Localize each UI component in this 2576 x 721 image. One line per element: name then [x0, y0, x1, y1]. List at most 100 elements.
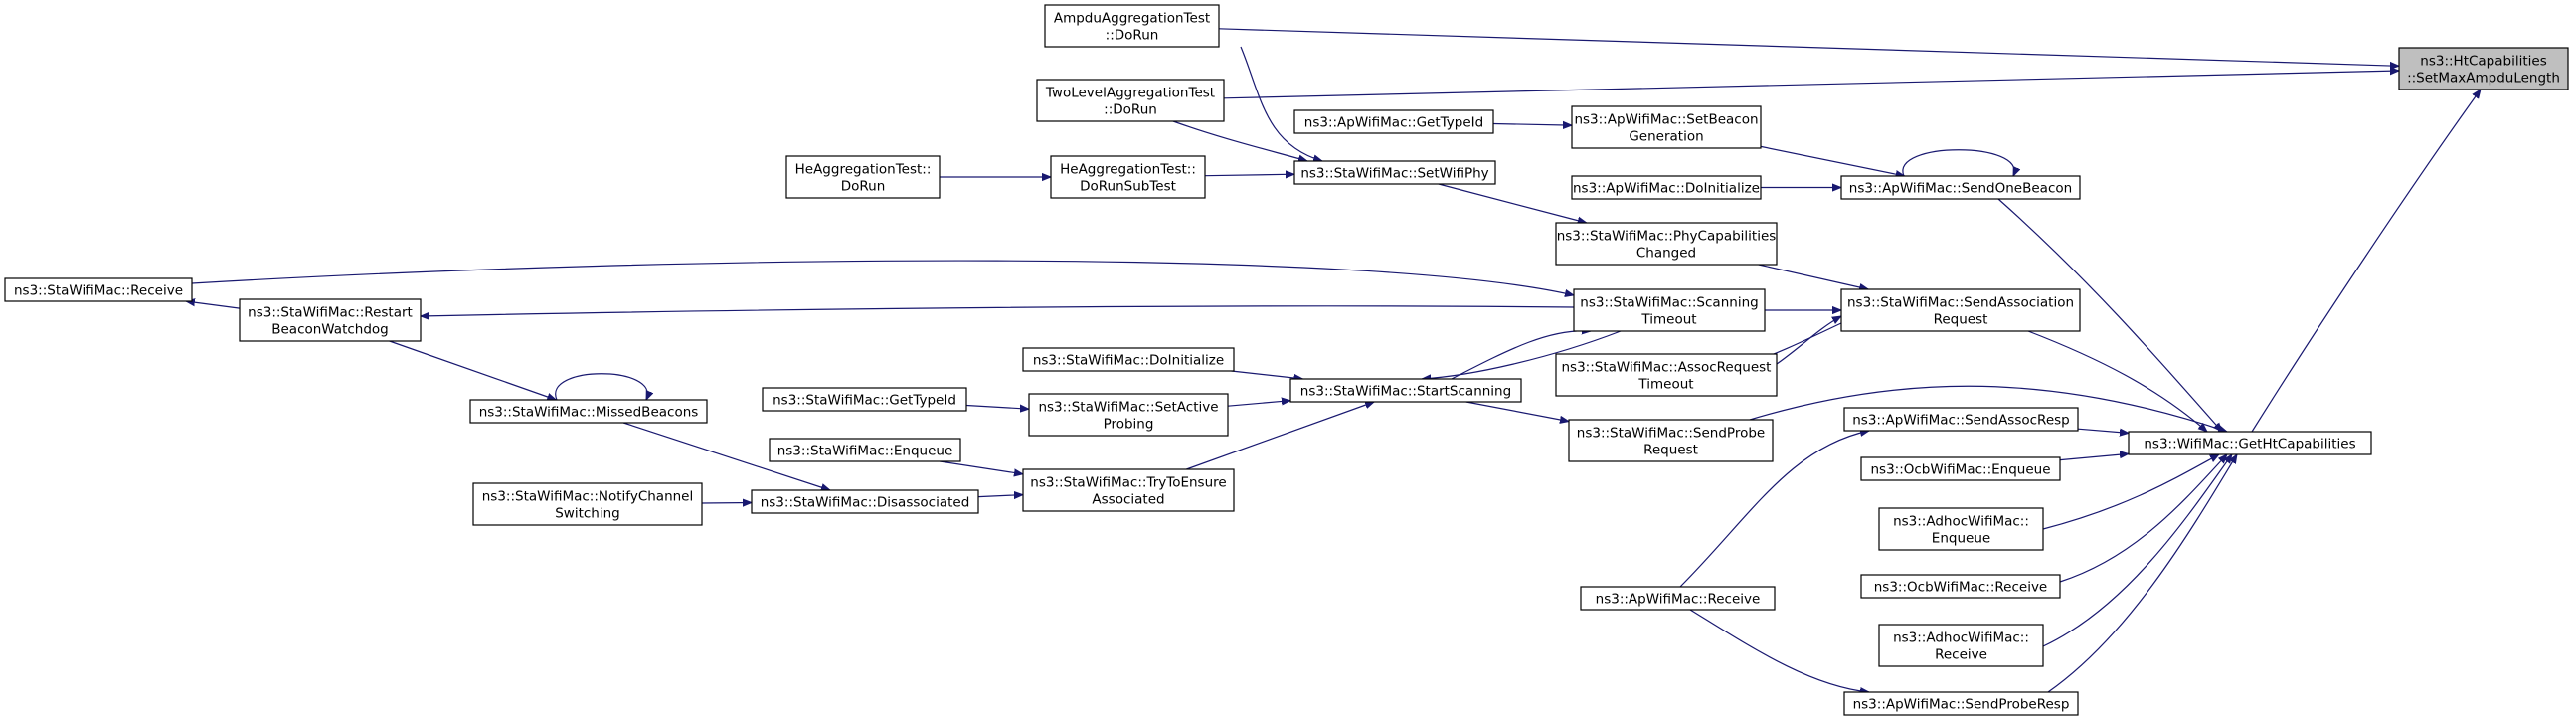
node-adhoc_enqueue[interactable]: ns3::AdhocWifiMac::Enqueue: [1878, 507, 2044, 551]
node-label-line: Generation: [1629, 129, 1703, 145]
node-label-line: ns3::StaWifiMac::MissedBeacons: [479, 405, 699, 421]
edge-sta_assocreqtimeout-to-sta_sendassocreq: [1776, 316, 1841, 365]
node-label-line: ns3::StaWifiMac::Enqueue: [777, 444, 953, 459]
edge-ocb_enqueue-to-wifi_gethtcap: [2059, 453, 2129, 461]
edge-ap_sendonebeacon-to-ap_sendonebeacon: [1902, 149, 2014, 176]
node-box: [1036, 79, 1225, 122]
edge-ap_gettypeid-to-ap_setbeacongen: [1492, 124, 1572, 126]
node-ocb_enqueue[interactable]: ns3::OcbWifiMac::Enqueue: [1860, 456, 2061, 481]
node-sta_setwifiphy[interactable]: ns3::StaWifiMac::SetWifiPhy: [1293, 160, 1496, 185]
node-label-line: DoRunSubTest: [1080, 179, 1176, 195]
nodes: ns3::HtCapabilities::SetMaxAmpduLength Am…: [4, 4, 2569, 716]
node-label-line: HeAggregationTest::: [1060, 162, 1196, 178]
node-sta_receive[interactable]: ns3::StaWifiMac::Receive: [4, 277, 193, 302]
node-ap_sendonebeacon[interactable]: ns3::ApWifiMac::SendOneBeacon: [1840, 175, 2081, 200]
node-label-line: ns3::StaWifiMac::GetTypeId: [773, 393, 956, 409]
edge-sta_restartbeacon-to-sta_missedbeacons: [389, 340, 557, 400]
edge-sta_missedbeacons-to-sta_disassociated: [622, 422, 830, 490]
node-adhoc_receive[interactable]: ns3::AdhocWifiMac::Receive: [1878, 624, 2044, 667]
node-label-line: HeAggregationTest::: [795, 162, 932, 178]
node-box: [1289, 378, 1522, 403]
node-label-line: ns3::StaWifiMac::SetWifiPhy: [1300, 166, 1488, 182]
node-label-line: ::DoRun: [1106, 28, 1159, 44]
node-ampdu_aggtest[interactable]: AmpduAggregationTest::DoRun: [1044, 4, 1220, 48]
node-box: [762, 387, 967, 412]
node-sta_startscanning[interactable]: ns3::StaWifiMac::StartScanning: [1289, 378, 1522, 403]
edge-twolevel_aggtest-to-ht_setmaxampdu: [1223, 71, 2399, 99]
edge-sta_setactiveprobing-to-sta_startscanning: [1227, 401, 1290, 407]
node-box: [469, 399, 708, 424]
node-box: [1843, 691, 2079, 716]
node-ap_gettypeid[interactable]: ns3::ApWifiMac::GetTypeId: [1293, 109, 1494, 134]
node-label-line: ns3::ApWifiMac::SendOneBeacon: [1849, 181, 2072, 197]
node-box: [1555, 353, 1778, 397]
node-sta_enqueue[interactable]: ns3::StaWifiMac::Enqueue: [769, 438, 961, 462]
node-label-line: ns3::ApWifiMac::Receive: [1596, 592, 1761, 608]
node-box: [1028, 393, 1229, 437]
node-label-line: Timeout: [1637, 377, 1693, 393]
edge-ap_sendonebeacon-to-wifi_gethtcap: [1997, 198, 2222, 432]
node-he_aggtest_subtest[interactable]: HeAggregationTest::DoRunSubTest: [1050, 155, 1206, 199]
node-sta_disassociated[interactable]: ns3::StaWifiMac::Disassociated: [751, 489, 979, 514]
node-ap_doinitialize[interactable]: ns3::ApWifiMac::DoInitialize: [1571, 175, 1762, 200]
node-ap_receive[interactable]: ns3::ApWifiMac::Receive: [1580, 586, 1776, 611]
node-box: [1580, 586, 1776, 611]
edge-adhoc_enqueue-to-wifi_gethtcap: [2042, 454, 2219, 530]
node-label-line: ns3::ApWifiMac::GetTypeId: [1304, 115, 1483, 131]
node-label-line: ::DoRun: [1104, 102, 1157, 118]
node-sta_doinitialize[interactable]: ns3::StaWifiMac::DoInitialize: [1022, 347, 1235, 372]
node-box: [1555, 222, 1778, 266]
edge-sta_scantimeout-to-sta_startscanning: [1422, 330, 1622, 379]
edge-ampdu_aggtest-to-sta_setwifiphy: [1240, 46, 1322, 161]
node-box: [472, 482, 703, 526]
node-twolevel_aggtest[interactable]: TwoLevelAggregationTest::DoRun: [1036, 79, 1225, 122]
node-he_aggtest_dorun[interactable]: HeAggregationTest::DoRun: [785, 155, 941, 199]
node-box: [2128, 431, 2372, 455]
node-ocb_receive[interactable]: ns3::OcbWifiMac::Receive: [1860, 574, 2061, 599]
node-box: [4, 277, 193, 302]
edge-twolevel_aggtest-to-sta_setwifiphy: [1172, 120, 1307, 161]
node-box: [1573, 288, 1766, 332]
node-label-line: ns3::StaWifiMac::Disassociated: [761, 495, 970, 511]
node-box: [1571, 105, 1762, 149]
edge-sta_receive-to-sta_scantimeout: [191, 260, 1574, 295]
edge-adhoc_receive-to-wifi_gethtcap: [2042, 454, 2232, 647]
node-label-line: Request: [1934, 312, 1988, 328]
node-box: [1293, 160, 1496, 185]
edge-ap_sendassocresp-to-wifi_gethtcap: [2077, 429, 2129, 433]
node-label-line: ns3::StaWifiMac::Scanning: [1580, 295, 1758, 311]
node-box: [769, 438, 961, 462]
node-ap_sendassocresp[interactable]: ns3::ApWifiMac::SendAssocResp: [1843, 407, 2079, 432]
node-label-line: AmpduAggregationTest: [1054, 11, 1210, 27]
node-ap_sendproberesp[interactable]: ns3::ApWifiMac::SendProbeResp: [1843, 691, 2079, 716]
node-label-line: Switching: [555, 506, 620, 522]
node-box: [1568, 419, 1774, 462]
node-label-line: TwoLevelAggregationTest: [1045, 86, 1215, 101]
node-box: [1022, 347, 1235, 372]
node-sta_missedbeacons[interactable]: ns3::StaWifiMac::MissedBeacons: [469, 399, 708, 424]
node-label-line: Timeout: [1640, 312, 1696, 328]
node-label-line: ns3::AdhocWifiMac::: [1893, 514, 2029, 530]
node-label-line: ns3::StaWifiMac::Restart: [248, 305, 413, 321]
node-label-line: ns3::HtCapabilities: [2420, 54, 2546, 70]
node-label-line: Enqueue: [1932, 531, 1990, 547]
node-label-line: Changed: [1636, 246, 1696, 262]
node-label-line: ns3::StaWifiMac::NotifyChannel: [482, 489, 694, 505]
edge-ap_receive-to-ap_sendassocresp: [1679, 431, 1869, 588]
node-sta_gettypeid[interactable]: ns3::StaWifiMac::GetTypeId: [762, 387, 967, 412]
node-label-line: ns3::WifiMac::GetHtCapabilities: [2144, 437, 2355, 452]
node-wifi_gethtcap[interactable]: ns3::WifiMac::GetHtCapabilities: [2128, 431, 2372, 455]
node-ht_setmaxampdu[interactable]: ns3::HtCapabilities::SetMaxAmpduLength: [2398, 47, 2569, 90]
node-label-line: ns3::StaWifiMac::StartScanning: [1300, 384, 1511, 400]
